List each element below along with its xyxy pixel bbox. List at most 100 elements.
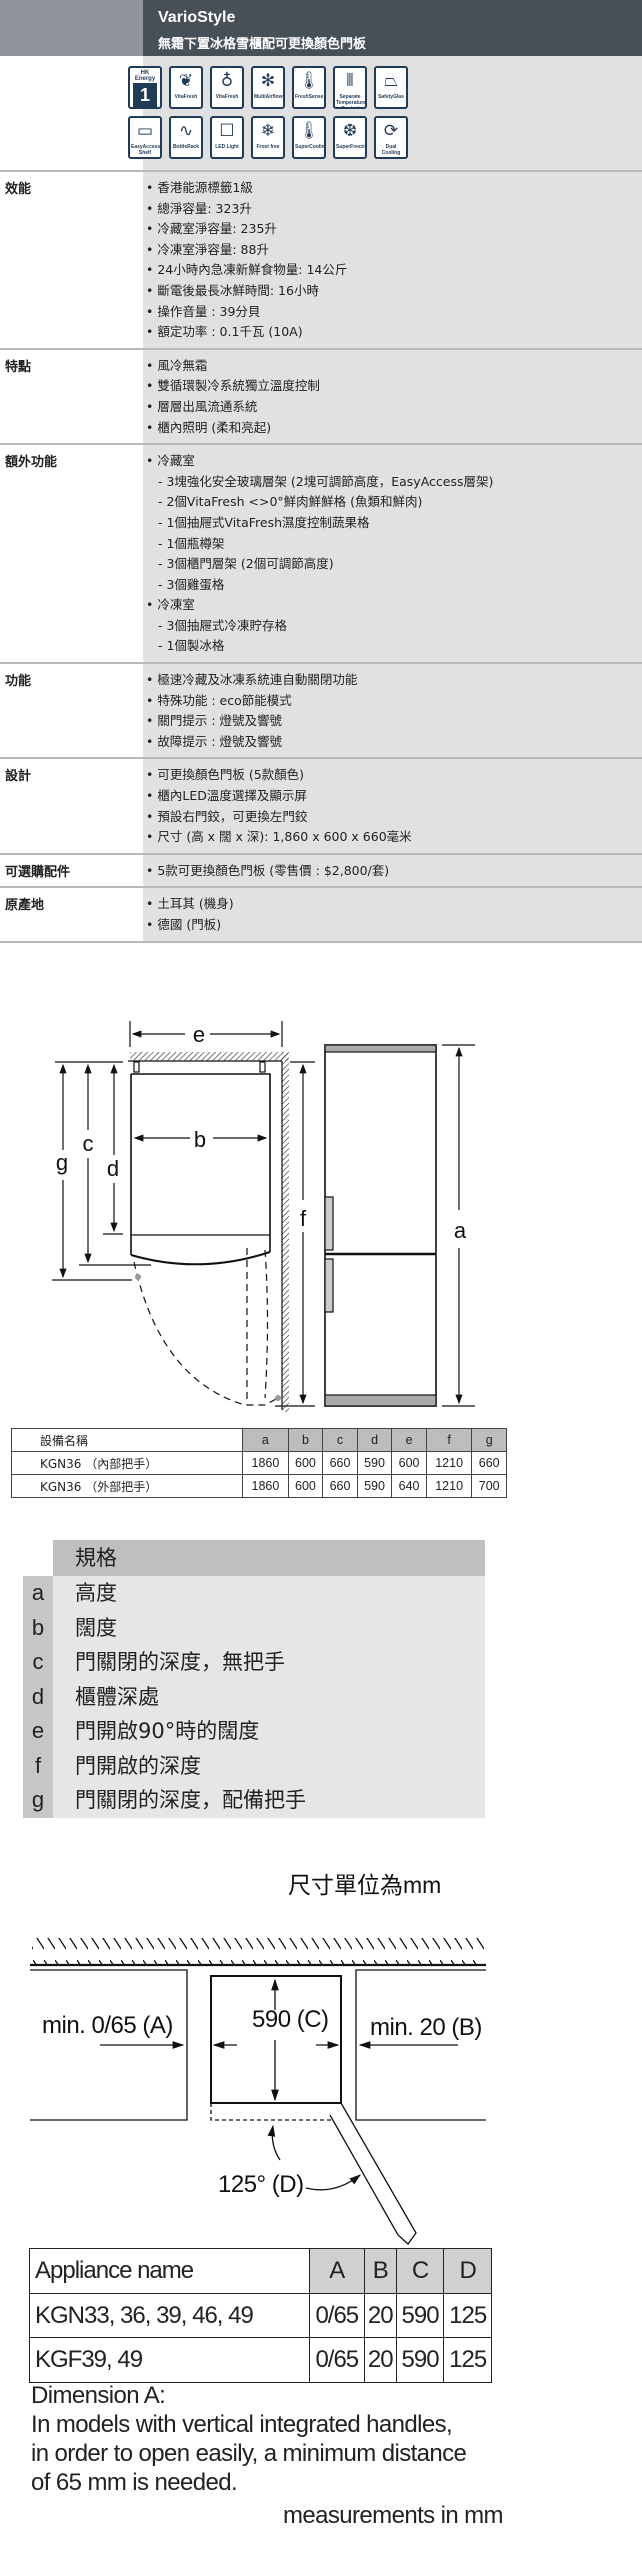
- icon-glyph: ⫴: [346, 71, 354, 91]
- table-cell: 125: [443, 2292, 492, 2339]
- frost-free-icon: ❄Frost free: [251, 116, 285, 159]
- legend-text: 門開啟90°時的闊度: [53, 1714, 485, 1749]
- table-header-cell: g: [471, 1428, 507, 1452]
- spec-item: 可更換顏色門板 (5款顏色): [143, 765, 642, 786]
- header-left-band: [0, 0, 143, 56]
- spec-item: 冷凍室淨容量: 88升: [143, 240, 642, 261]
- icon-glyph: ✻: [260, 71, 276, 91]
- table-cell: 1860: [242, 1451, 289, 1475]
- spec-item: 風冷無霜: [143, 356, 642, 377]
- spec-row-content: 極速冷藏及冰凍系統連自動關閉功能特殊功能 : eco節能模式關門提示 : 燈號及…: [143, 664, 642, 758]
- legend-key: b: [23, 1610, 53, 1645]
- legend-key: d: [23, 1679, 53, 1714]
- clearance-label-a: min. 0/65 (A): [42, 2012, 173, 2039]
- spec-item: 額定功率 : 0.1千瓦 (10A): [143, 322, 642, 343]
- spec-item: 5款可更換顏色門板 (零售價 : $2,800/套): [143, 861, 642, 882]
- table-cell: 1210: [425, 1474, 473, 1498]
- spec-item: 層層出風流通系統: [143, 397, 642, 418]
- spec-item: 3塊強化安全玻璃層架 (2塊可調節高度，EasyAccess層架): [143, 472, 642, 493]
- table-cell: 590: [395, 2337, 445, 2384]
- table-cell: 20: [363, 2337, 397, 2384]
- table-header-cell: f: [425, 1428, 473, 1452]
- spec-row: 原產地土耳其 (機身)德國 (門板): [0, 886, 642, 941]
- spec-item: 3個櫃門層架 (2個可調節高度): [143, 554, 642, 575]
- spec-item: 斷電後最長冰鮮時間: 16小時: [143, 281, 642, 302]
- dim-label-e: e: [193, 1022, 205, 1047]
- spec-row: 額外功能冷藏室3塊強化安全玻璃層架 (2塊可調節高度，EasyAccess層架)…: [0, 443, 642, 663]
- table-header-cell: Appliance name: [29, 2248, 310, 2294]
- spec-table-end: [0, 940, 642, 943]
- table-cell: 1210: [425, 1451, 473, 1475]
- spec-row-content: 土耳其 (機身)德國 (門板): [143, 888, 642, 941]
- icon-label: LED Light: [215, 144, 239, 150]
- spec-item: 關門提示 : 燈號及響號: [143, 711, 642, 732]
- vitafresh-fruit-icon: ❦VitaFresh: [169, 66, 203, 109]
- spec-row-content: 5款可更換顏色門板 (零售價 : $2,800/套): [143, 854, 642, 887]
- note-line: in order to open easily, a minimum dista…: [31, 2440, 467, 2467]
- icon-label: Dual Cooling: [381, 144, 401, 156]
- table-cell: KGN36 （內部把手）: [10, 1451, 244, 1475]
- freshsense-icon: 🌡FreshSense: [292, 66, 326, 109]
- icon-label: HK Energy: [134, 70, 156, 82]
- table-cell: 600: [287, 1474, 324, 1498]
- icon-label: SafetyGlas: [378, 94, 404, 100]
- legend-text: 高度: [53, 1576, 485, 1611]
- table-header-cell: c: [322, 1428, 358, 1452]
- table-cell: 600: [391, 1451, 427, 1475]
- spec-row-content: 風冷無霜雙循環製冷系統獨立溫度控制層層出風流通系統櫃內照明 (柔和亮起): [143, 349, 642, 444]
- superfreezing-icon: ❆SuperFreezing: [333, 116, 367, 159]
- led-light-icon: ☐LED Light: [210, 116, 244, 159]
- legend-text: 闊度: [53, 1610, 485, 1645]
- dimension-a-note: Dimension A: In models with vertical int…: [31, 2381, 467, 2497]
- spec-row: 效能香港能源標籤1級總淨容量: 323升冷藏室淨容量: 235升冷凍室淨容量: …: [0, 170, 642, 348]
- spec-item: 總淨容量: 323升: [143, 199, 642, 220]
- spec-item: 1個製冰格: [143, 636, 642, 657]
- icon-glyph: ❄: [260, 121, 276, 141]
- bottlerack-icon: ∿BottleRack: [169, 116, 203, 159]
- spec-item: 冷凍室: [143, 595, 642, 616]
- table-cell: 660: [322, 1474, 358, 1498]
- icon-label: FreshSense: [295, 94, 324, 100]
- table-header-cell: A: [308, 2248, 365, 2294]
- spec-row-label: 功能: [0, 664, 143, 758]
- dimension-diagram: e b c d g f a: [52, 1021, 475, 1412]
- table-cell: 590: [395, 2292, 445, 2339]
- table-header-cell: 設備名稱: [10, 1428, 244, 1452]
- separate-temperature-control-icon: ⫴Separate Temperature Control: [333, 66, 367, 109]
- table-cell: 0/65: [308, 2337, 365, 2384]
- legend-text: 門關閉的深度，無把手: [53, 1645, 485, 1680]
- supercooling-icon: 🌡SuperCooling: [292, 116, 326, 159]
- spec-item: 櫃內照明 (柔和亮起): [143, 418, 642, 439]
- spec-row-label: 可選購配件: [0, 854, 143, 887]
- spec-item: 冷藏室: [143, 451, 642, 472]
- spec-item: 預設右門鉸，可更換左門鉸: [143, 807, 642, 828]
- table-header-cell: B: [363, 2248, 397, 2294]
- dim-label-f: f: [300, 1206, 307, 1231]
- spec-table: 效能香港能源標籤1級總淨容量: 323升冷藏室淨容量: 235升冷凍室淨容量: …: [0, 170, 642, 943]
- table-cell: 700: [471, 1474, 507, 1498]
- spec-row-label: 設計: [0, 759, 143, 853]
- icon-label: SuperCooling: [295, 144, 326, 150]
- spec-item: 尺寸 (高 x 闊 x 深): 1,860 x 600 x 660毫米: [143, 827, 642, 848]
- spec-row-content: 冷藏室3塊強化安全玻璃層架 (2塊可調節高度，EasyAccess層架)2個Vi…: [143, 445, 642, 663]
- icon-glyph: ❦: [178, 71, 194, 91]
- table-cell: 640: [391, 1474, 427, 1498]
- table-header-cell: e: [391, 1428, 427, 1452]
- spec-item: 雙循環製冷系統獨立溫度控制: [143, 376, 642, 397]
- easyaccess-shelf-icon: ▭EasyAccess Shelf: [128, 116, 162, 159]
- dim-label-g: g: [56, 1150, 68, 1175]
- spec-item: 3個雞蛋格: [143, 575, 642, 596]
- legend-key: e: [23, 1714, 53, 1749]
- table-header-cell: a: [242, 1428, 289, 1452]
- spec-row: 功能極速冷藏及冰凍系統連自動關閉功能特殊功能 : eco節能模式關門提示 : 燈…: [0, 662, 642, 758]
